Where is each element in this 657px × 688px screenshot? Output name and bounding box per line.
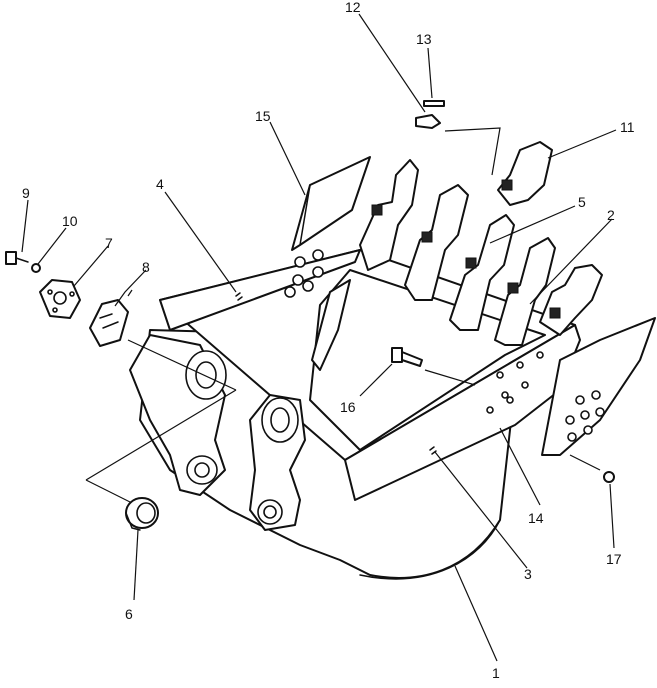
washer-10 [31,263,41,273]
bushing-6 [125,497,159,531]
callout-14: 14 [528,510,544,526]
loose-tooth-11 [497,141,553,206]
callout-11: 11 [620,119,635,135]
inner-wear-plate [311,279,351,371]
callout-17: 17 [606,551,622,567]
callout-1: 1 [492,665,500,681]
shim-8 [89,299,129,347]
mark-right [429,446,437,455]
callout-labels: 1 2 3 4 5 6 7 8 9 10 11 12 13 14 15 16 1… [22,0,635,681]
tooth-1 [359,159,419,271]
callout-15: 15 [255,108,271,124]
callout-10: 10 [62,213,78,229]
side-cutter-14 [541,317,656,456]
tooth-5 [539,264,603,336]
callout-12: 12 [345,0,361,15]
corner-bolts [284,249,324,298]
lock-12 [415,114,441,129]
bucket-inner-floor [309,269,546,451]
callout-16: 16 [340,399,356,415]
hinge-brackets [129,334,306,531]
bucket-teeth [359,141,603,346]
bolt-16 [391,347,423,367]
tooth-3 [449,214,515,331]
nut-17 [603,471,615,483]
callout-6: 6 [125,606,133,622]
plate-7 [39,279,81,319]
leader-lines [21,13,617,662]
callout-13: 13 [416,31,432,47]
pin-13 [423,100,445,107]
callout-3: 3 [524,566,532,582]
bucket-bottom-seam [359,519,501,580]
callout-9: 9 [22,185,30,201]
callout-5: 5 [578,194,586,210]
callout-7: 7 [105,235,113,251]
side-wall-bolt-holes [486,351,544,414]
left-side-wall [159,249,361,331]
bolt-9 [5,251,29,265]
side-cutter-15 [291,156,371,251]
callout-2: 2 [607,207,615,223]
mark-left [235,292,243,301]
tooth-4 [494,237,556,346]
callout-8: 8 [142,259,150,275]
tooth-2 [404,184,469,301]
callout-4: 4 [156,176,164,192]
